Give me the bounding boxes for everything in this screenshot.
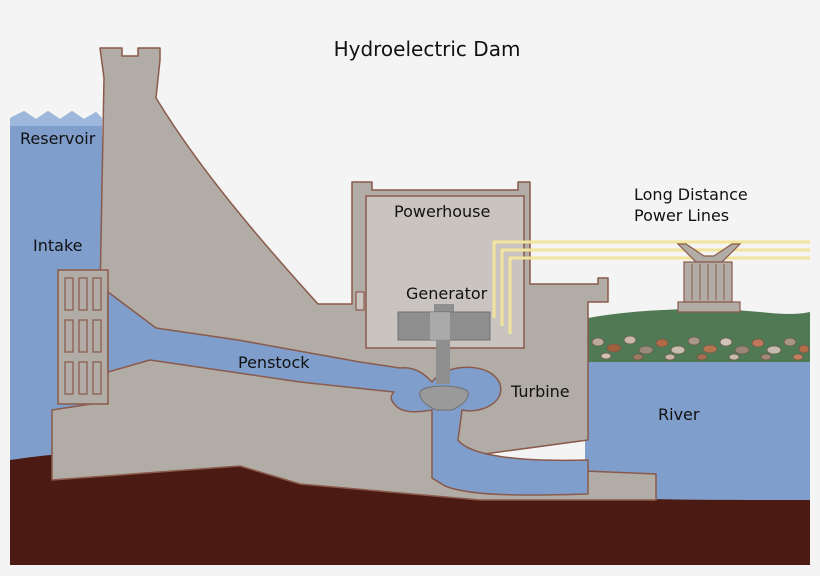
river-label: River	[658, 405, 700, 424]
transformer-pylon	[676, 243, 742, 313]
intake-label: Intake	[33, 236, 82, 255]
dam-structure	[51, 47, 657, 501]
powerhouse-window	[355, 291, 365, 311]
ground	[10, 451, 810, 565]
riverbank-stones	[591, 335, 810, 361]
generator-label: Generator	[406, 284, 488, 303]
penstock-label: Penstock	[238, 353, 310, 372]
turbine-runner	[419, 385, 469, 411]
power-lines-label-line1: Long Distance	[634, 185, 748, 204]
generator-shaft-cap	[434, 304, 454, 312]
diagram-title: Hydroelectric Dam	[334, 37, 521, 61]
reservoir-label: Reservoir	[20, 129, 96, 148]
river-water	[585, 360, 810, 510]
generator-highlight	[430, 312, 450, 340]
intake-grate	[57, 269, 109, 405]
turbine-shaft	[436, 340, 450, 384]
penstock	[107, 291, 589, 496]
powerhouse-label: Powerhouse	[394, 202, 490, 221]
power-lines-label-line2: Power Lines	[634, 206, 729, 225]
turbine-label: Turbine	[510, 382, 570, 401]
reservoir-wave	[10, 111, 102, 126]
